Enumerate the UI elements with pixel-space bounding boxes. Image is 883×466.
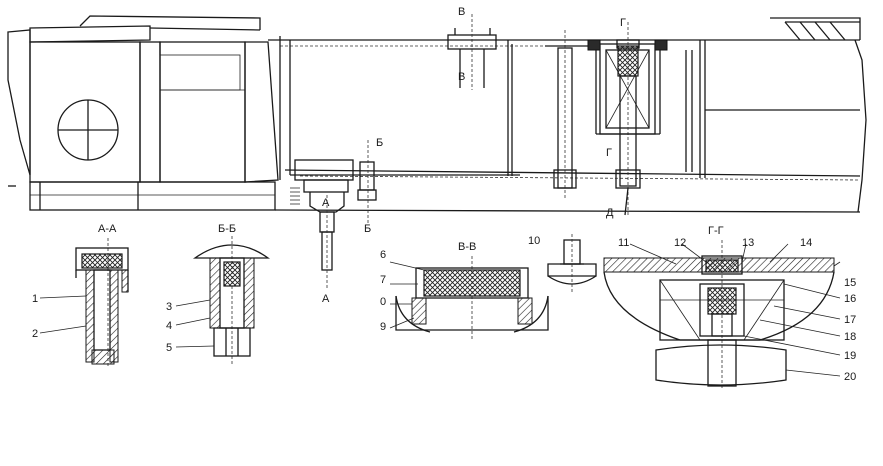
section-aa-view: А-А 1 2 — [32, 223, 129, 368]
callout-4: 4 — [166, 320, 172, 332]
section-b-bottom-label: Б — [364, 223, 371, 235]
section-bb-view: Б-Б 3 4 5 — [166, 223, 271, 364]
coil-assembly-g: Г Г Д — [587, 17, 693, 219]
section-gg-view: Г-Г 11 12 13 14 15 16 17 18 — [603, 225, 856, 390]
inlet-fitting: А А — [290, 159, 354, 305]
left-end-block — [7, 15, 279, 211]
callout-15: 15 — [844, 277, 856, 289]
section-a-mid-label: А — [322, 197, 330, 209]
callout-13: 13 — [742, 237, 754, 249]
shaft-left — [545, 30, 600, 200]
callout-17: 17 — [844, 314, 856, 326]
section-a-bottom-label: А — [322, 293, 330, 305]
main-housing — [268, 17, 867, 213]
section-b-top-label: Б — [376, 137, 383, 149]
section-b-marker: Б Б — [357, 137, 383, 235]
callout-3: 3 — [166, 301, 172, 313]
callout-12: 12 — [674, 237, 686, 249]
main-assembly-view: В В Г Г — [7, 6, 867, 305]
section-g-top-label: Г — [620, 17, 626, 29]
section-vv-view: В-В 6 7 0 9 — [380, 241, 549, 340]
section-g-bottom-label: Г — [606, 147, 612, 159]
callout-14: 14 — [800, 237, 812, 249]
callout-20: 20 — [844, 371, 856, 383]
section-aa-title: А-А — [98, 223, 117, 235]
section-bb-title: Б-Б — [218, 223, 236, 235]
callout-19: 19 — [844, 350, 856, 362]
section-v-marker: В В — [447, 6, 497, 90]
section-v-top-label: В — [458, 6, 465, 18]
callout-1: 1 — [32, 293, 38, 305]
section-gg-title: Г-Г — [708, 225, 724, 237]
callout-18: 18 — [844, 331, 856, 343]
callout-7: 7 — [380, 274, 386, 286]
callout-16: 16 — [844, 293, 856, 305]
callout-6: 6 — [380, 249, 386, 261]
callout-5: 5 — [166, 342, 172, 354]
callout-11: 11 — [618, 237, 629, 249]
callout-10: 10 — [528, 235, 540, 247]
callout-2: 2 — [32, 328, 38, 340]
view-d-label: Д — [606, 207, 614, 219]
callout-9: 9 — [380, 321, 386, 333]
section-vv-title: В-В — [458, 241, 476, 253]
callout-8: 0 — [380, 296, 386, 308]
detail-10-view: 10 — [528, 234, 597, 292]
section-v-bottom-label: В — [458, 71, 465, 83]
